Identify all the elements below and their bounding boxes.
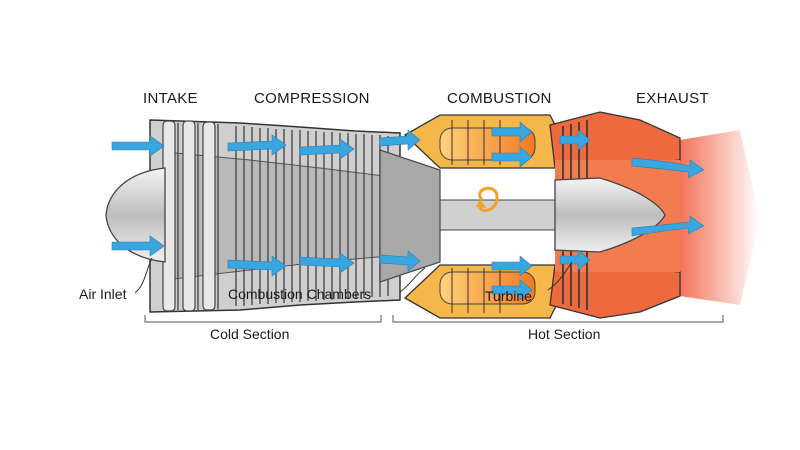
stage-label-compression: COMPRESSION [254, 90, 370, 107]
flame-bottom [439, 271, 536, 305]
intake-fan [162, 120, 216, 312]
exhaust-plume [680, 130, 760, 305]
cold-section-label: Cold Section [210, 326, 290, 342]
combustion-chambers-leader [399, 267, 426, 293]
turbine-label: Turbine [485, 288, 532, 304]
hot-casing-bottom [549, 264, 681, 319]
rotation-arrow-icon [478, 186, 499, 212]
turbine-leader [547, 261, 573, 291]
combustion-chambers-label: Combustion Chambers [228, 286, 372, 302]
air-inlet-label: Air Inlet [79, 286, 127, 302]
diffuser [379, 149, 441, 283]
section-brackets [144, 315, 724, 323]
air-inlet-leader [134, 257, 153, 294]
hot-section-bracket [392, 315, 724, 323]
hot-section-label: Hot Section [528, 326, 601, 342]
cold-section-bracket [144, 315, 382, 323]
stage-label-intake: INTAKE [143, 90, 198, 107]
stage-label-exhaust: EXHAUST [636, 90, 709, 107]
leader-lines [134, 257, 573, 294]
airflow-arrows [111, 121, 705, 301]
rotation-arrowhead [476, 199, 486, 208]
chamber-ribs [451, 120, 501, 313]
stage-label-combustion: COMBUSTION [447, 90, 552, 107]
airflow-arrow-icon [111, 121, 705, 301]
